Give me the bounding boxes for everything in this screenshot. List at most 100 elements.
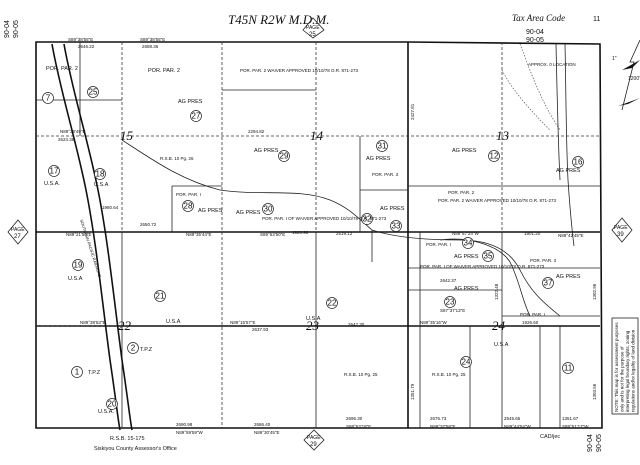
parcel-circle-35[interactable] (482, 250, 494, 262)
parcel-circle-32[interactable] (361, 213, 373, 225)
parcel-number-1: 1 (75, 368, 80, 377)
svg-text:2696.30: 2696.30 (346, 416, 363, 421)
ag-pres-29: AG PRES (254, 148, 279, 154)
ag-pres-16: AG PRES (556, 168, 581, 174)
br-code-1: 90-04 (587, 434, 594, 452)
disclaimer-box: NOTE: This map is for assessment purpose… (611, 317, 639, 415)
parcel-number-2: 2 (131, 344, 136, 353)
parcel-circle-18[interactable] (94, 168, 106, 180)
waiver-label-3: POR. PAR. I OF WAIVER APPROVED 10/10/78 … (262, 216, 387, 221)
svg-text:29: 29 (310, 442, 317, 448)
parcel-circle-28[interactable] (182, 200, 194, 212)
parcel-circle-33[interactable] (390, 220, 402, 232)
svg-text:1303.56: 1303.56 (592, 383, 597, 400)
tax-area-label: Tax Area Code (512, 13, 565, 23)
disclaimer-line-3: interpreting legal boundary rights, zoni… (625, 330, 630, 412)
por-par-3: POR. PAR. 3 (372, 172, 399, 177)
parcel-circle-31[interactable] (376, 140, 388, 152)
parcel-circle-34[interactable] (462, 237, 474, 249)
assessor-office: Siskiyou County Assessor's Office (94, 446, 177, 452)
parcel-number-27: 27 (192, 112, 201, 121)
svg-text:PAGE: PAGE (11, 227, 25, 233)
tax-area-code-2: 90-05 (526, 37, 544, 44)
parcel-number-29: 29 (280, 152, 289, 161)
svg-text:27: 27 (14, 234, 21, 240)
parcel-circle-19[interactable] (72, 259, 84, 271)
page-ref-top[interactable]: PAGE 25 (302, 17, 325, 39)
usa-19: U.S.A (68, 276, 83, 282)
parcel-circle-25[interactable] (87, 86, 99, 98)
parcel-number-28: 28 (184, 202, 193, 211)
svg-text:2637.93: 2637.93 (252, 327, 269, 332)
tpz-1: T.P.Z (88, 370, 101, 376)
parcel-circle-30[interactable] (262, 203, 274, 215)
parcel-circle-37[interactable] (542, 277, 554, 289)
ag-pres-33: AG PRES (380, 206, 405, 212)
tax-area-code-1: 90-04 (526, 29, 544, 36)
parcel-number-25: 25 (89, 88, 98, 97)
section-grid (35, 41, 603, 429)
parcel-circle-23[interactable] (444, 296, 456, 308)
section-14: 14 (310, 128, 324, 143)
svg-text:2294.82: 2294.82 (248, 129, 265, 134)
parcel-circle-27[interactable] (190, 110, 202, 122)
section-24: 24 (492, 318, 506, 333)
svg-text:N89°37'58"E: N89°37'58"E (430, 424, 456, 429)
disclaimer-line-4: regulations and/or legality of land divi… (631, 329, 636, 412)
svg-text:1901.20: 1901.20 (524, 231, 541, 236)
left-code-1: 90-04 (4, 20, 11, 38)
parcel-number-18: 18 (96, 170, 105, 179)
approx-location: APPROX. 0 LOCATION (528, 62, 576, 67)
parcel-circle-24[interactable] (460, 356, 472, 368)
rsb-label-1: R.S.B. 10 Pg. 26 (160, 156, 194, 161)
rsb-label-2: R.S.B. 10 Pg. 25 (344, 372, 378, 377)
svg-text:PAGE: PAGE (307, 435, 321, 441)
parcel-number-7: 7 (46, 94, 51, 103)
parcel-number-34: 34 (464, 239, 473, 248)
svg-text:S89°53'50"E: S89°53'50"E (260, 232, 285, 237)
section-13: 13 (496, 128, 510, 143)
svg-text:2642.37: 2642.37 (440, 278, 457, 283)
parcel-circle-12[interactable] (488, 150, 500, 162)
por-par-2-nw2: POR. PAR. 2 (148, 68, 180, 74)
page-ref-right[interactable]: PAGE 39 (611, 217, 633, 243)
ag-pres-25: AG PRES (178, 99, 203, 105)
waiver-label-1: POR. PAR. 2 WAIVER APPROVED 10/10/78 O.R… (240, 68, 359, 73)
parcel-circle-16[interactable] (572, 156, 584, 168)
svg-text:NOTE: This map is for assessme: NOTE: This map is for assessment purpose… (614, 321, 636, 412)
svg-text:1": 1" (612, 56, 617, 62)
parcel-circle-7[interactable] (42, 92, 54, 104)
parcel-circle-20[interactable] (106, 398, 118, 410)
svg-text:N89°44'54"W: N89°44'54"W (504, 424, 532, 429)
waiver-label-4: POR. PAR. I OF WAIVER APPROVED 10/10/78 … (420, 264, 545, 269)
page-ref-left[interactable]: PAGE 27 (7, 219, 29, 245)
parcel-circle-1[interactable] (71, 366, 83, 378)
por-par-2-nw: POR. PAR. 2 (46, 66, 78, 72)
parcel-number-20: 20 (108, 400, 117, 409)
parcel-circle-22[interactable] (326, 297, 338, 309)
svg-text:PAGE: PAGE (306, 25, 320, 31)
waiver-label-2: POR. PAR. 2 WAIVER APPROVED 10/10/78 O.R… (438, 198, 557, 203)
svg-text:2642.30: 2642.30 (348, 322, 365, 327)
parcel-circle-2[interactable] (127, 342, 139, 354)
parcel-number-32: 32 (363, 215, 372, 224)
svg-text:N89°30'45"E: N89°30'45"E (254, 430, 280, 435)
rsb-label-3: R.S.B. 10 Pg. 25 (432, 372, 466, 377)
parcel-number-37: 37 (544, 279, 553, 288)
parcel-circle-29[interactable] (278, 150, 290, 162)
parcel-circle-11[interactable] (562, 362, 574, 374)
cad-initials: CAD/jec (540, 434, 560, 440)
ag-pres-31: AG PRES (366, 156, 391, 162)
parcel-circle-17[interactable] (48, 165, 60, 177)
page-ref-bottom[interactable]: PAGE 29 (303, 429, 325, 451)
svg-text:N89°57'24"W: N89°57'24"W (452, 231, 480, 236)
parcel-number-30: 30 (264, 205, 273, 214)
parcel-number-19: 19 (74, 261, 83, 270)
svg-text:1200': 1200' (628, 76, 640, 82)
ag-pres-28: AG PRES (198, 208, 223, 214)
parcel-circle-21[interactable] (154, 290, 166, 302)
parcel-number-23: 23 (446, 298, 455, 307)
svg-text:1322.48: 1322.48 (494, 283, 499, 300)
